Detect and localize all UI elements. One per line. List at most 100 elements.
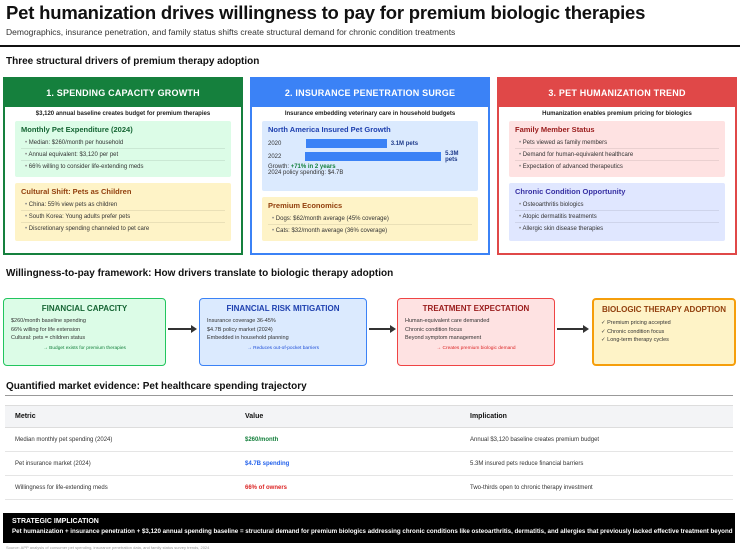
growth-prefix: Growth: [268,164,290,170]
table-cell-implication: 5.3M insured pets reduce financial barri… [460,451,733,476]
list-item: ✓ Premium pricing accepted [601,320,671,326]
card-title: Monthly Pet Expenditure (2024) [21,125,133,134]
info-card: Premium Economics Dogs: $62/month averag… [262,197,478,241]
framework-box-treatment-expectation: TREATMENT EXPECTATION Human-equivalent c… [397,298,555,366]
list-item: Cats: $32/month average (36% coverage) [268,224,472,236]
driver-column-humanization: 3. PET HUMANIZATION TREND Humanization e… [497,77,737,255]
list-item: Allergic skin disease therapies [515,222,719,234]
bar-year: 2020 [268,140,282,147]
card-title: Family Member Status [515,125,595,134]
list-item: Osteoarthritis biologics [515,199,719,210]
table-cell-implication: Two-thirds open to chronic therapy inves… [460,475,733,500]
list-item: Cultural: pets = children status [11,335,86,341]
info-card: North America Insured Pet Growth 2020 3.… [262,121,478,191]
table-cell-value: $4.7B spending [235,451,460,476]
info-card: Family Member Status Pets viewed as fami… [509,121,725,177]
table-cell-metric: Willingness for life-extending meds [5,475,235,500]
driver-header: 2. INSURANCE PENETRATION SURGE [252,79,488,107]
table-cell-metric: Pet insurance market (2024) [5,451,235,476]
table-row: Pet insurance market (2024)$4.7B spendin… [5,451,733,476]
card-title: North America Insured Pet Growth [268,125,391,134]
table-cell-value: $260/month [235,427,460,452]
list-item: 66% willing to consider life-extending m… [21,160,225,172]
card-title: Premium Economics [268,201,343,210]
column-header: Metric [5,405,235,428]
framework-note: → Reduces out-of-pocket barriers [247,345,319,351]
bar-row: 2022 5.3M pets [268,150,472,163]
policy-spending: 2024 policy spending: $4.7B [268,170,344,176]
framework-title: FINANCIAL CAPACITY [41,304,128,313]
list-item: Human-equivalent care demanded [405,318,490,324]
table-row: Median monthly pet spending (2024)$260/m… [5,427,733,452]
framework-title: TREATMENT EXPECTATION [422,304,530,313]
flow-arrow [557,325,589,333]
card-title: Cultural Shift: Pets as Children [21,187,132,196]
driver-subtitle: $3,120 annual baseline creates budget fo… [35,111,211,117]
section-title-drivers: Three structural drivers of premium ther… [6,56,260,67]
list-item: 66% willing for life extension [11,326,81,333]
flow-arrow [369,325,396,333]
table-cell-metric: Median monthly pet spending (2024) [5,427,235,452]
framework-title: FINANCIAL RISK MITIGATION [226,304,340,313]
framework-note: → Creates premium biologic demand [436,345,516,351]
driver-subtitle: Insurance embedding veterinary care in h… [284,111,456,117]
list-item: $4.7B policy market (2024) [207,326,273,333]
driver-header: 1. SPENDING CAPACITY GROWTH [5,79,241,107]
driver-column-spending: 1. SPENDING CAPACITY GROWTH $3,120 annua… [3,77,243,255]
growth-line: Growth: +71% in 2 years [268,164,472,170]
list-item: Demand for human-equivalent healthcare [515,148,719,160]
list-item: China: 55% view pets as children [21,199,225,210]
driver-header: 3. PET HUMANIZATION TREND [499,79,735,107]
framework-box-risk-mitigation: FINANCIAL RISK MITIGATION Insurance cove… [199,298,367,366]
table-cell-implication: Annual $3,120 baseline creates premium b… [460,427,733,452]
list-item: ✓ Long-term therapy cycles [601,337,669,343]
table-header-row: Metric Value Implication [5,405,733,428]
strategic-title: STRATEGIC IMPLICATION [12,518,99,525]
list-item: Discretionary spending channeled to pet … [21,222,225,234]
table-cell-value: 66% of owners [235,475,460,500]
flow-arrow [168,325,197,333]
framework-title: BIOLOGIC THERAPY ADOPTION [601,305,726,314]
bar-year: 2022 [268,153,282,160]
list-item: Annual equivalent: $3,120 per pet [21,148,225,160]
driver-column-insurance: 2. INSURANCE PENETRATION SURGE Insurance… [250,77,490,255]
framework-note: → Budget exists for premium therapies [43,345,126,351]
list-item: Pets viewed as family members [515,137,719,148]
strategic-text: Pet humanization + insurance penetration… [12,528,733,535]
list-item: Dogs: $62/month average (45% coverage) [268,213,472,224]
list-item: ✓ Chronic condition focus [601,328,665,335]
title-divider [0,45,740,47]
bar-label: 5.3M pets [445,150,459,163]
strategic-implication-banner: STRATEGIC IMPLICATION Pet humanization +… [3,513,735,543]
list-item: Chronic condition focus [405,326,463,333]
driver-subtitle: Humanization enables premium pricing for… [542,111,692,117]
framework-box-financial-capacity: FINANCIAL CAPACITY $260/month baseline s… [3,298,166,366]
growth-value: +71% in 2 years [290,164,336,170]
evidence-table: Metric Value Implication Median monthly … [5,405,733,500]
column-header: Value [235,405,460,428]
column-header: Implication [460,405,733,428]
info-card: Cultural Shift: Pets as Children China: … [15,183,231,241]
list-item: South Korea: Young adults prefer pets [21,210,225,222]
bar-row: 2020 3.1M pets [268,137,472,150]
info-card: Monthly Pet Expenditure (2024) Median: $… [15,121,231,177]
list-item: Expectation of advanced therapeutics [515,160,719,172]
list-item: Insurance coverage 36-45% [207,318,276,324]
card-title: Chronic Condition Opportunity [515,187,626,196]
section-divider [5,395,733,396]
list-item: Embedded in household planning [207,335,289,341]
list-item: Beyond symptom management [405,335,482,341]
section-title-evidence: Quantified market evidence: Pet healthca… [6,381,307,392]
section-title-framework: Willingness-to-pay framework: How driver… [6,268,394,279]
source-note: Source: APP analysis of consumer pet spe… [6,545,210,550]
list-item: $260/month baseline spending [11,318,86,324]
bar [305,152,442,161]
framework-box-biologic-adoption: BIOLOGIC THERAPY ADOPTION ✓ Premium pric… [592,298,736,366]
page-title: Pet humanization drives willingness to p… [6,2,646,23]
bar [306,139,387,148]
list-item: Median: $260/month per household [21,137,225,148]
bar-label: 3.1M pets [390,140,419,147]
page-subtitle: Demographics, insurance penetration, and… [6,27,456,37]
info-card: Chronic Condition Opportunity Osteoarthr… [509,183,725,241]
